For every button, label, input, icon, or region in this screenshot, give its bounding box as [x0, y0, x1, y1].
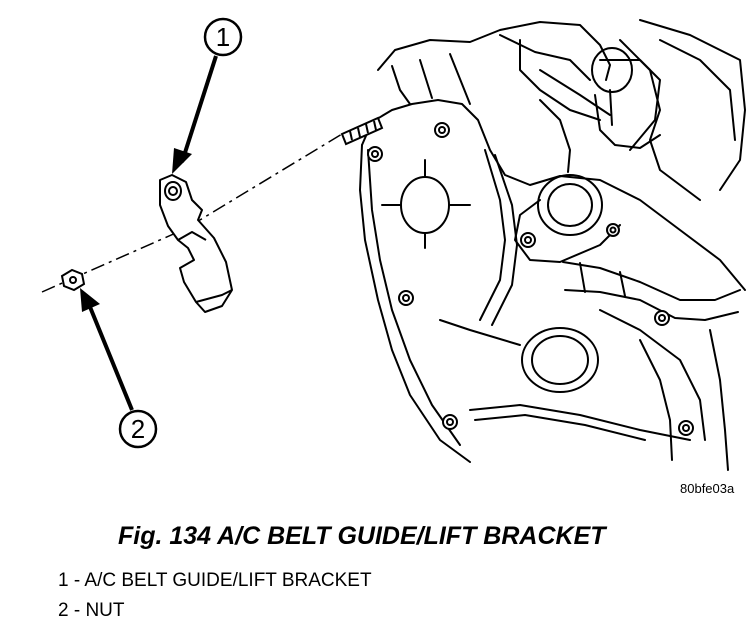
callout-2-number: 2 [131, 414, 145, 444]
bolt [678, 420, 694, 436]
callout-2-arrow [86, 301, 134, 411]
mounting-stud [340, 116, 384, 146]
figure-caption: Fig. 134 A/C BELT GUIDE/LIFT BRACKET [118, 522, 606, 550]
figure-reference-code: 80bfe03a [680, 481, 735, 496]
bolt [520, 232, 536, 248]
legend-list: 1 - A/C BELT GUIDE/LIFT BRACKET 2 - NUT [58, 566, 372, 626]
bolt [654, 310, 670, 326]
bolt [367, 146, 383, 162]
legend-item: 1 - A/C BELT GUIDE/LIFT BRACKET [58, 570, 372, 591]
diagram-illustration: 1 2 [41, 17, 746, 471]
cover-bolts [367, 122, 694, 436]
callout-1: 1 [172, 17, 243, 174]
belt-guide-lift-bracket [159, 174, 233, 313]
bolt [398, 290, 414, 306]
nut [60, 268, 86, 292]
callout-2: 2 [80, 288, 158, 449]
callout-1-arrow [180, 55, 218, 163]
callout-1-number: 1 [216, 22, 230, 52]
bolt [606, 223, 620, 237]
engine-timing-cover [359, 19, 746, 471]
bolt [434, 122, 450, 138]
legend-item: 2 - NUT [58, 600, 125, 621]
bolt [442, 414, 458, 430]
alignment-line [41, 133, 343, 293]
